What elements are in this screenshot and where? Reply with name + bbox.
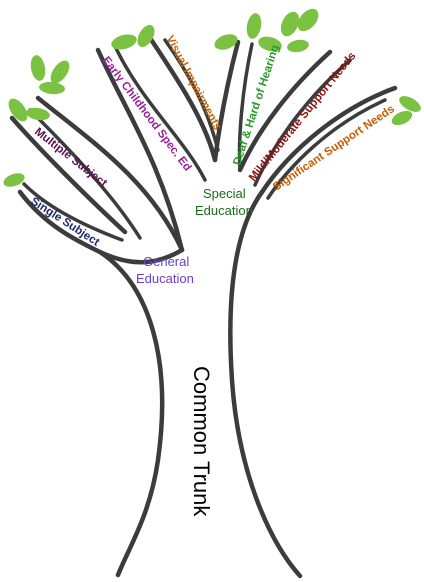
leaf-cluster-single-subject-icon xyxy=(3,173,25,187)
branch-visual-impairments-inner xyxy=(163,38,220,152)
branch-deaf-hard-of-hearing-inner xyxy=(237,42,254,172)
branch-mild-moderate xyxy=(237,49,333,173)
label-early-childhood: Early Childhood Spec. Ed xyxy=(100,55,194,174)
leaf-cluster-early-childhood-icon xyxy=(111,25,155,50)
tree-trunk xyxy=(97,189,303,579)
label-general-education-line1: General xyxy=(143,254,189,269)
leaf-cluster-left-top-icon xyxy=(30,55,70,95)
branch-single-subject xyxy=(17,189,103,255)
trunk-right-edge xyxy=(228,189,303,579)
leaves xyxy=(3,8,421,187)
branch-deaf-hard-of-hearing xyxy=(212,39,241,163)
branch-early-childhood xyxy=(95,47,185,253)
labels: Single Subject Multiple Subject Early Ch… xyxy=(28,34,396,518)
leaf-cluster-multiple-subject-icon xyxy=(8,98,50,122)
label-general-education-line2: Education xyxy=(136,271,194,286)
branch-mild-moderate-inner xyxy=(253,58,352,187)
label-special-education-line2: Education xyxy=(195,203,253,218)
branch-single-subject-inner xyxy=(22,182,124,242)
trunk-left-edge xyxy=(97,249,165,578)
branch-multiple-subject xyxy=(9,115,128,235)
branch-visual-impairments xyxy=(147,35,218,163)
branch-multiple-subject-inner xyxy=(28,108,142,240)
leaf-cluster-top-right-icon xyxy=(280,8,319,53)
branch-significant-support xyxy=(259,85,398,195)
branch-significant-support-inner xyxy=(266,98,387,200)
leaf-cluster-far-right-icon xyxy=(391,96,421,126)
label-common-trunk: Common Trunk xyxy=(189,366,214,517)
label-single-subject: Single Subject xyxy=(28,195,101,248)
branch-general-edge xyxy=(97,247,185,265)
label-significant-support: Significant Support Needs xyxy=(271,103,397,193)
branch-general-center xyxy=(35,95,185,253)
label-visual-impairments: Visual Impairments xyxy=(163,34,223,133)
label-special-education-line1: Special xyxy=(203,186,246,201)
general-education-branches xyxy=(9,95,185,265)
leaf-cluster-deaf-icon xyxy=(214,13,282,52)
branch-early-childhood-inner xyxy=(113,44,207,182)
special-education-branches xyxy=(95,35,398,253)
